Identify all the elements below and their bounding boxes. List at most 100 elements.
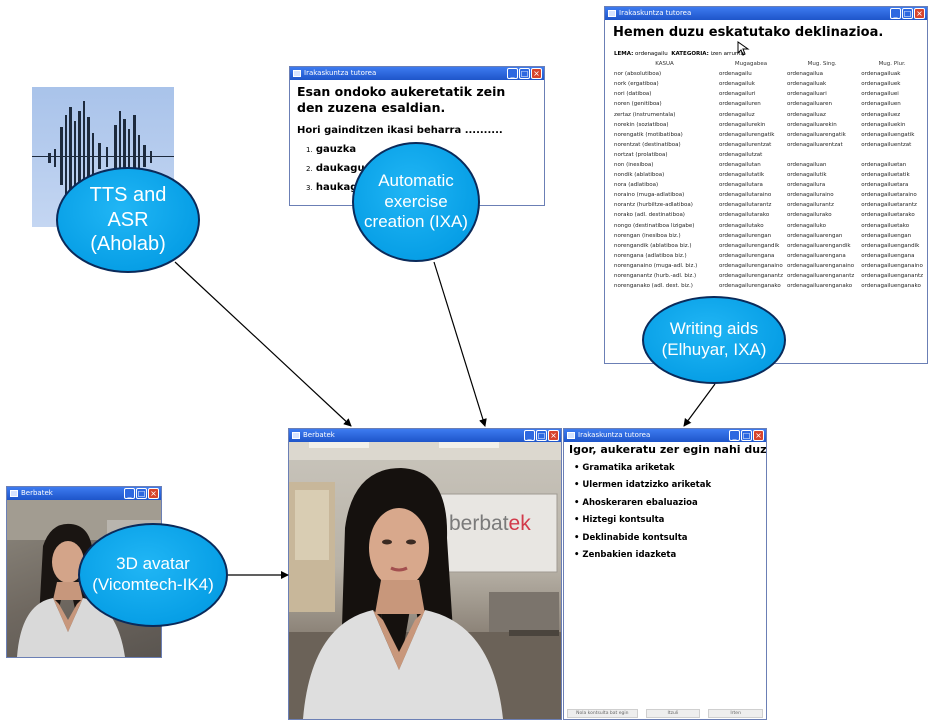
close-button[interactable]: × — [548, 430, 559, 441]
menu-item-ahoskera[interactable]: • Ahoskeraren ebaluazioa — [574, 497, 698, 508]
app-icon — [292, 432, 300, 439]
waveform-icon — [32, 101, 174, 205]
table-cell: non (inesiboa) — [614, 161, 654, 168]
avatar-small-title: Berbatek — [21, 489, 53, 497]
maximize-button[interactable]: □ — [536, 430, 547, 441]
table-row: noraino (muga-adlatiboa)ordenagailutarai… — [614, 190, 927, 200]
table-cell: ordenagailuak — [861, 71, 901, 78]
back-button[interactable]: Itzuli — [645, 709, 701, 718]
table-cell: ordenagailurengandik — [719, 242, 780, 249]
close-button[interactable]: × — [914, 8, 925, 19]
minimize-button[interactable]: _ — [124, 488, 135, 499]
table-cell: ordenagailutzat — [719, 151, 763, 158]
table-cell: ordenagailuetarantz — [861, 202, 917, 209]
column-header: Mugagabea — [734, 61, 768, 68]
table-cell: ordenagailuaz — [787, 111, 826, 118]
menu-item-gramatika[interactable]: • Gramatika ariketak — [574, 463, 675, 473]
maximize-button[interactable]: □ — [741, 430, 752, 441]
exit-button[interactable]: Irten — [708, 709, 764, 718]
minimize-button[interactable]: _ — [524, 430, 535, 441]
table-cell: ordenagailutik — [787, 172, 827, 179]
tutor-button-bar: Nola kontsulta bat egin Itzuli Irten — [567, 709, 764, 718]
bubble-3d-avatar: 3D avatar (Vicomtech-IK4) — [78, 523, 228, 627]
app-icon — [608, 10, 616, 17]
help-button[interactable]: Nola kontsulta bat egin — [567, 709, 638, 718]
main-avatar-title: Berbatek — [303, 431, 335, 439]
menu-item-hiztegi[interactable]: • Hiztegi kontsulta — [574, 515, 665, 526]
table-cell: ordenagailu — [719, 71, 752, 78]
table-cell: ordenagailurako — [787, 212, 832, 219]
declension-window: Irakaskuntza tutorea _ □ × Hemen duzu es… — [604, 6, 928, 364]
minimize-button[interactable]: _ — [890, 8, 901, 19]
table-cell: ordenagailua — [787, 71, 824, 78]
option-3[interactable]: 3. haukagu — [306, 182, 365, 193]
column-header: Mug. Plur. — [878, 61, 906, 68]
minimize-button[interactable]: _ — [507, 68, 518, 79]
table-cell: ordenagailuren — [719, 101, 761, 108]
table-cell: ordenagailurekin — [719, 121, 766, 128]
menu-item-zenbakiak[interactable]: • Zenbakien idazketa — [574, 549, 677, 560]
table-cell: ordenagailuarengan — [787, 232, 843, 239]
close-button[interactable]: × — [531, 68, 542, 79]
table-row: norengan (inesiboa biz.)ordenagailurenga… — [614, 231, 927, 241]
close-button[interactable]: × — [148, 488, 159, 499]
table-cell: ordenagailurenganantz — [719, 273, 783, 280]
maximize-button[interactable]: □ — [136, 488, 147, 499]
table-row: norengatik (motibatiboa)ordenagailurenga… — [614, 130, 927, 140]
table-cell: ordenagailutarako — [719, 212, 770, 219]
table-cell: ordenagailuen — [861, 101, 901, 108]
declension-window-title: Irakaskuntza tutorea — [619, 9, 692, 17]
table-cell: ordenagailuenganaino — [861, 262, 923, 269]
classroom-scene: berbatek — [289, 442, 561, 719]
table-cell: ordenagailuetako — [861, 222, 910, 229]
mouse-cursor-icon — [737, 41, 750, 56]
table-cell: ordenagailuarengandik — [787, 242, 851, 249]
minimize-button[interactable]: _ — [729, 430, 740, 441]
table-cell: ordenagailutara — [719, 182, 763, 189]
table-cell: ordenagailuko — [787, 222, 827, 229]
table-cell: ordenagailura — [787, 182, 826, 189]
table-cell: nor (absolutiboa) — [614, 71, 662, 78]
table-cell: norengatik (motibatiboa) — [614, 131, 683, 138]
table-cell: ordenagailutaraino — [719, 192, 772, 199]
app-icon — [10, 490, 18, 497]
arrow-exercise — [433, 261, 487, 427]
maximize-button[interactable]: □ — [902, 8, 913, 19]
table-row: norantz (hurbiltze-adlatiboa)ordenagailu… — [614, 200, 927, 210]
table-cell: ordenagailuetarako — [861, 212, 915, 219]
column-header: Mug. Sing. — [807, 61, 837, 68]
table-cell: ordenagailuaren — [787, 101, 833, 108]
table-row: norenganako (adl. dest. biz.)ordenagailu… — [614, 281, 927, 291]
exercise-window-title: Irakaskuntza tutorea — [304, 69, 377, 77]
maximize-button[interactable]: □ — [519, 68, 530, 79]
declension-window-titlebar: Irakaskuntza tutorea _ □ × — [605, 7, 927, 20]
table-cell: ordenagailuetaraino — [861, 192, 917, 199]
main-avatar-titlebar: Berbatek _ □ × — [289, 429, 561, 442]
menu-item-deklinabide[interactable]: • Deklinabide kontsulta — [574, 532, 688, 543]
app-icon — [293, 70, 301, 77]
close-button[interactable]: × — [753, 430, 764, 441]
table-cell: ordenagailurantz — [787, 202, 834, 209]
tutor-window-title: Irakaskuntza tutorea — [578, 431, 651, 439]
option-1[interactable]: 1. gauzka — [306, 144, 357, 155]
table-row: norengana (adlatiboa biz.)ordenagailuren… — [614, 251, 927, 261]
table-row: nongo (destinatiboa lizigabe)ordenagailu… — [614, 221, 927, 231]
table-cell: norentzat (destinatiboa) — [614, 141, 681, 148]
table-cell: ordenagailuenganantz — [861, 273, 923, 280]
declension-heading: Hemen duzu eskatutako deklinazioa. — [613, 25, 884, 40]
table-cell: ordenagailuak — [787, 81, 827, 88]
table-cell: nora (adlatiboa) — [614, 182, 659, 189]
table-cell: nork (ergatiboa) — [614, 81, 659, 88]
tutor-menu: • Gramatika ariketak • Ulermen idatzizko… — [574, 463, 711, 567]
tutor-window: Irakaskuntza tutorea _ □ × Igor, aukerat… — [563, 428, 767, 720]
option-2[interactable]: 2. daukagu — [306, 163, 365, 174]
table-cell: ordenagailuari — [787, 91, 827, 98]
table-cell: ordenagailurentzat — [719, 141, 772, 148]
menu-item-ulermen[interactable]: • Ulermen idatzizko ariketak — [574, 480, 712, 491]
lema-line: LEMA: ordenagailu KATEGORIA: izen arrunt… — [614, 51, 744, 57]
